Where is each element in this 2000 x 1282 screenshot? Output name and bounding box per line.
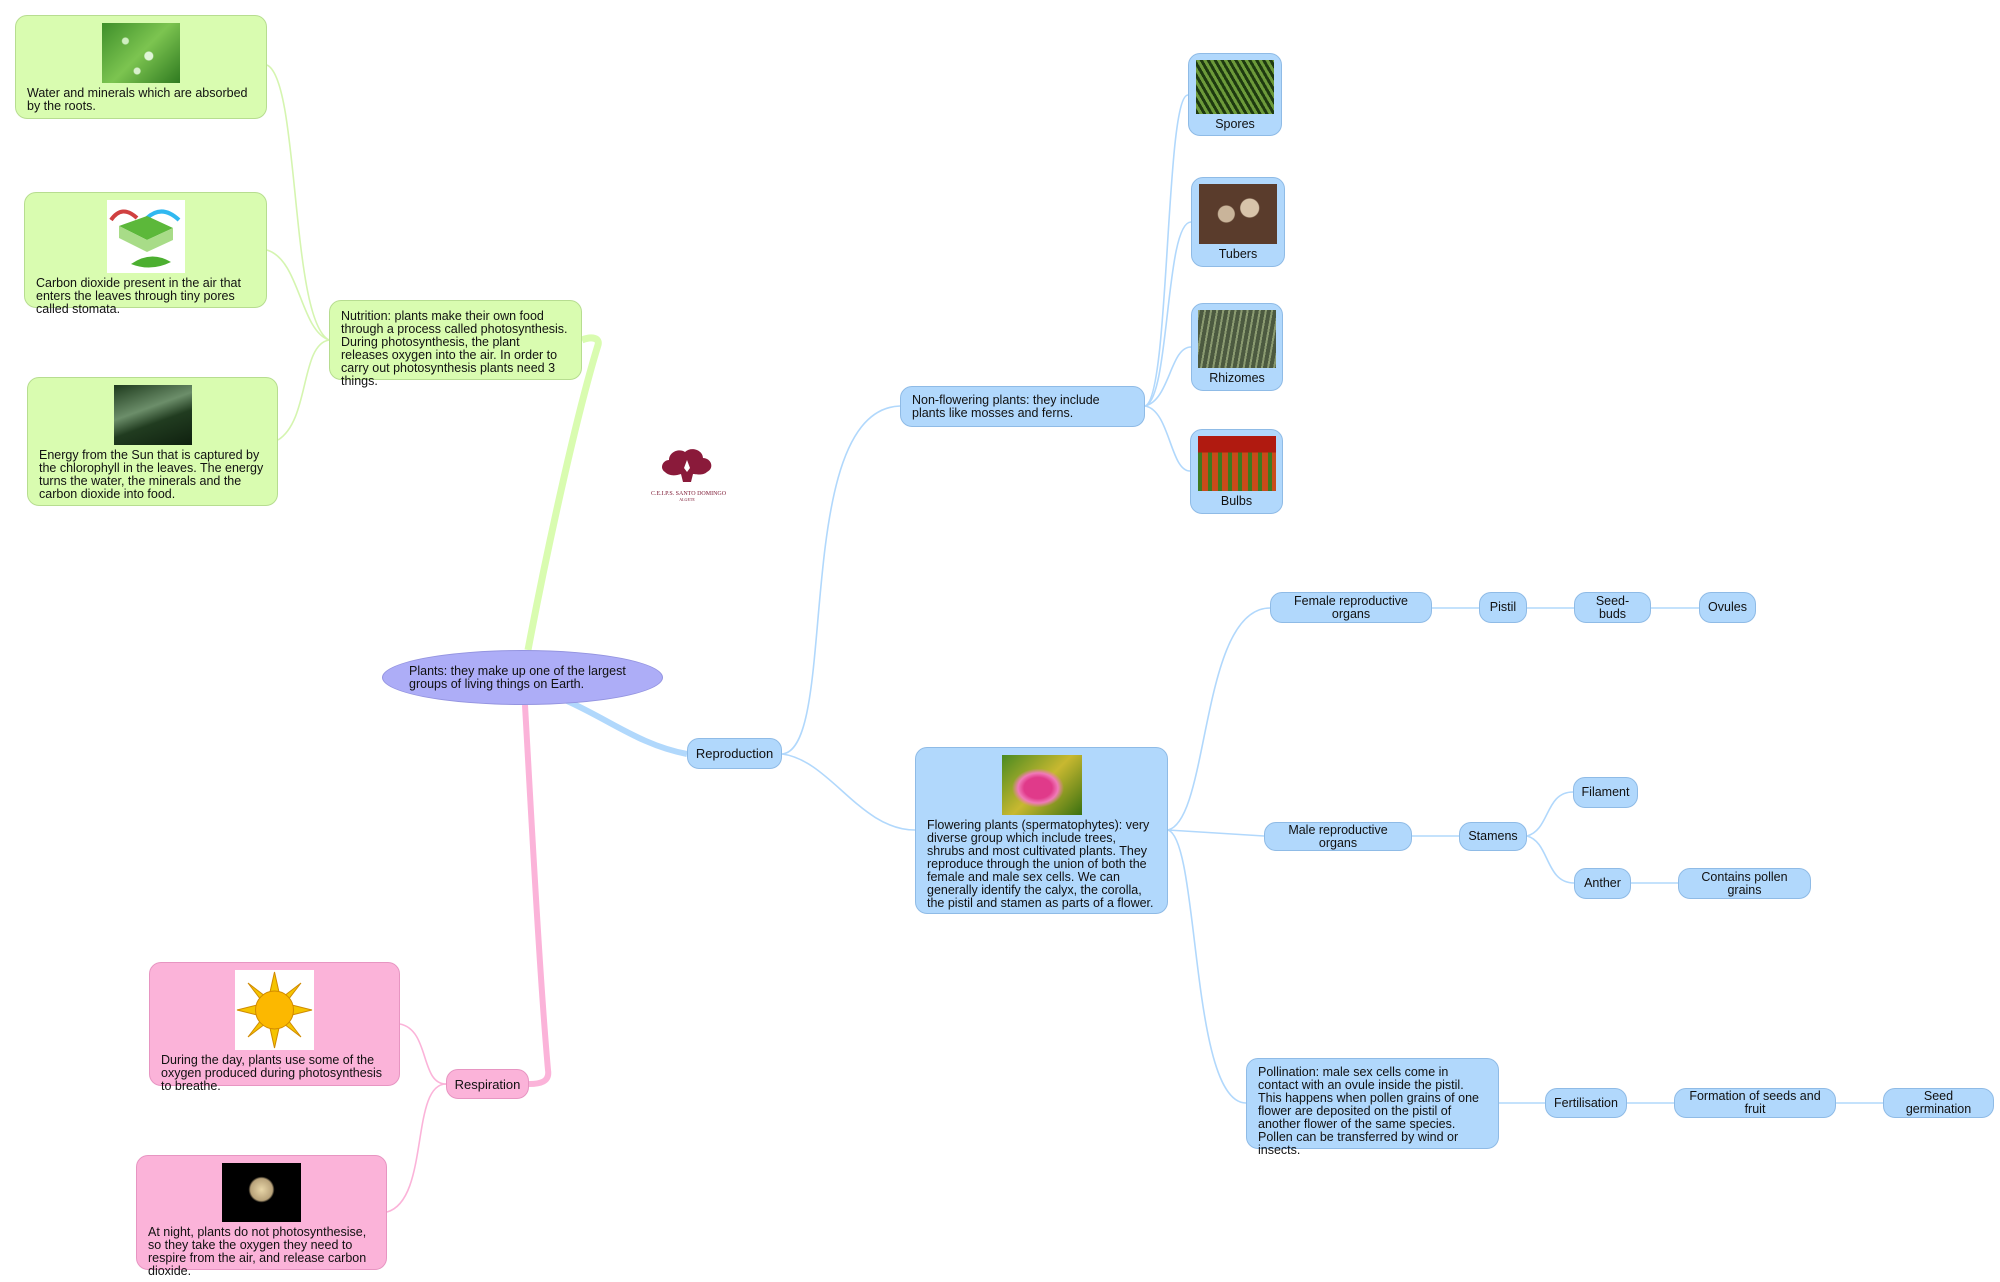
non-flowering-node[interactable]: Non-flowering plants: they include plant… [900,386,1145,427]
sun-image [235,970,314,1050]
pollination-node[interactable]: Pollination: male sex cells come in cont… [1246,1058,1499,1157]
flowering-text: Flowering plants (spermatophytes): very … [927,818,1154,910]
logo-location: ALGETE [679,497,695,502]
rhizomes-node[interactable]: Rhizomes [1191,303,1283,391]
lily-flower-image [1001,755,1082,815]
central-topic-text: Plants: they make up one of the largest … [409,664,626,691]
female-organs-node[interactable]: Female reproductive organs [1270,592,1432,623]
carbon-dioxide-node[interactable]: Carbon dioxide present in the air that e… [24,192,267,316]
stamens-node[interactable]: Stamens [1459,822,1527,851]
seed-formation-node[interactable]: Formation of seeds and fruit [1674,1088,1836,1118]
filament-label: Filament [1581,785,1630,799]
female-organs-label: Female reproductive organs [1294,593,1408,621]
bulbs-label: Bulbs [1220,494,1253,508]
day-respiration-text: During the day, plants use some of the o… [161,1053,382,1093]
branch-nutrition [524,334,602,651]
sun-energy-node[interactable]: Energy from the Sun that is captured by … [27,377,278,506]
logo-name: C.E.I.P.S. SANTO DOMINGO [651,491,727,497]
reproduction-node[interactable]: Reproduction [687,738,782,769]
respiration-label: Respiration [454,1076,521,1092]
filament-node[interactable]: Filament [1573,777,1638,808]
tubers-image [1199,184,1277,244]
pollen-grains-label: Contains pollen grains [1701,869,1788,897]
tree-pen-icon [662,449,712,482]
rhizomes-label: Rhizomes [1209,371,1265,385]
school-logo: C.E.I.P.S. SANTO DOMINGO ALGETE [651,446,727,504]
bulbs-node[interactable]: Bulbs [1190,429,1283,514]
fern-image [1196,60,1274,114]
anther-node[interactable]: Anther [1574,868,1631,899]
pollination-text: Pollination: male sex cells come in cont… [1258,1065,1479,1157]
sunlight-forest-image [113,385,192,445]
spores-node[interactable]: Spores [1188,53,1282,136]
respiration-node[interactable]: Respiration [446,1069,529,1099]
male-organs-node[interactable]: Male reproductive organs [1264,822,1412,851]
non-flowering-text: Non-flowering plants: they include plant… [912,393,1100,420]
tubers-node[interactable]: Tubers [1191,177,1285,267]
spores-label: Spores [1215,117,1255,131]
anther-label: Anther [1584,876,1621,890]
pistil-node[interactable]: Pistil [1479,592,1527,623]
branch-respiration [522,704,552,1087]
sun-energy-text: Energy from the Sun that is captured by … [39,448,264,501]
tubers-label: Tubers [1218,247,1258,261]
water-minerals-text: Water and minerals which are absorbed by… [27,86,248,113]
night-respiration-node[interactable]: At night, plants do not photosynthesise,… [136,1155,387,1278]
water-minerals-node[interactable]: Water and minerals which are absorbed by… [15,15,267,119]
seed-germination-label: Seed germination [1905,1089,1972,1116]
seed-buds-node[interactable]: Seed-buds [1574,592,1651,623]
moon-image [222,1163,301,1222]
day-respiration-node[interactable]: During the day, plants use some of the o… [149,962,400,1093]
flowering-node[interactable]: Flowering plants (spermatophytes): very … [915,747,1168,914]
rhizomes-image [1198,310,1276,368]
stamens-label: Stamens [1468,829,1518,843]
night-respiration-text: At night, plants do not photosynthesise,… [148,1225,367,1278]
ovules-label: Ovules [1708,600,1747,614]
nutrition-node[interactable]: Nutrition: plants make their own food th… [329,300,582,388]
leaf-stomata-image [106,200,185,273]
fertilisation-node[interactable]: Fertilisation [1545,1088,1627,1118]
pistil-label: Pistil [1489,600,1517,614]
ovules-node[interactable]: Ovules [1699,592,1756,623]
seed-germination-node[interactable]: Seed germination [1883,1088,1994,1118]
seed-formation-label: Formation of seeds and fruit [1689,1089,1821,1116]
seed-buds-label: Seed-buds [1595,593,1630,621]
reproduction-label: Reproduction [695,746,774,761]
pollen-grains-node[interactable]: Contains pollen grains [1678,868,1811,899]
carbon-dioxide-text: Carbon dioxide present in the air that e… [36,276,241,316]
fertilisation-label: Fertilisation [1554,1095,1618,1110]
water-droplets-image [102,23,180,83]
nutrition-text: Nutrition: plants make their own food th… [341,309,568,388]
central-topic[interactable]: Plants: they make up one of the largest … [382,650,663,705]
branch-reproduction [563,697,688,757]
bulbs-image [1197,436,1276,491]
sun-icon [236,971,313,1049]
male-organs-label: Male reproductive organs [1288,822,1388,850]
